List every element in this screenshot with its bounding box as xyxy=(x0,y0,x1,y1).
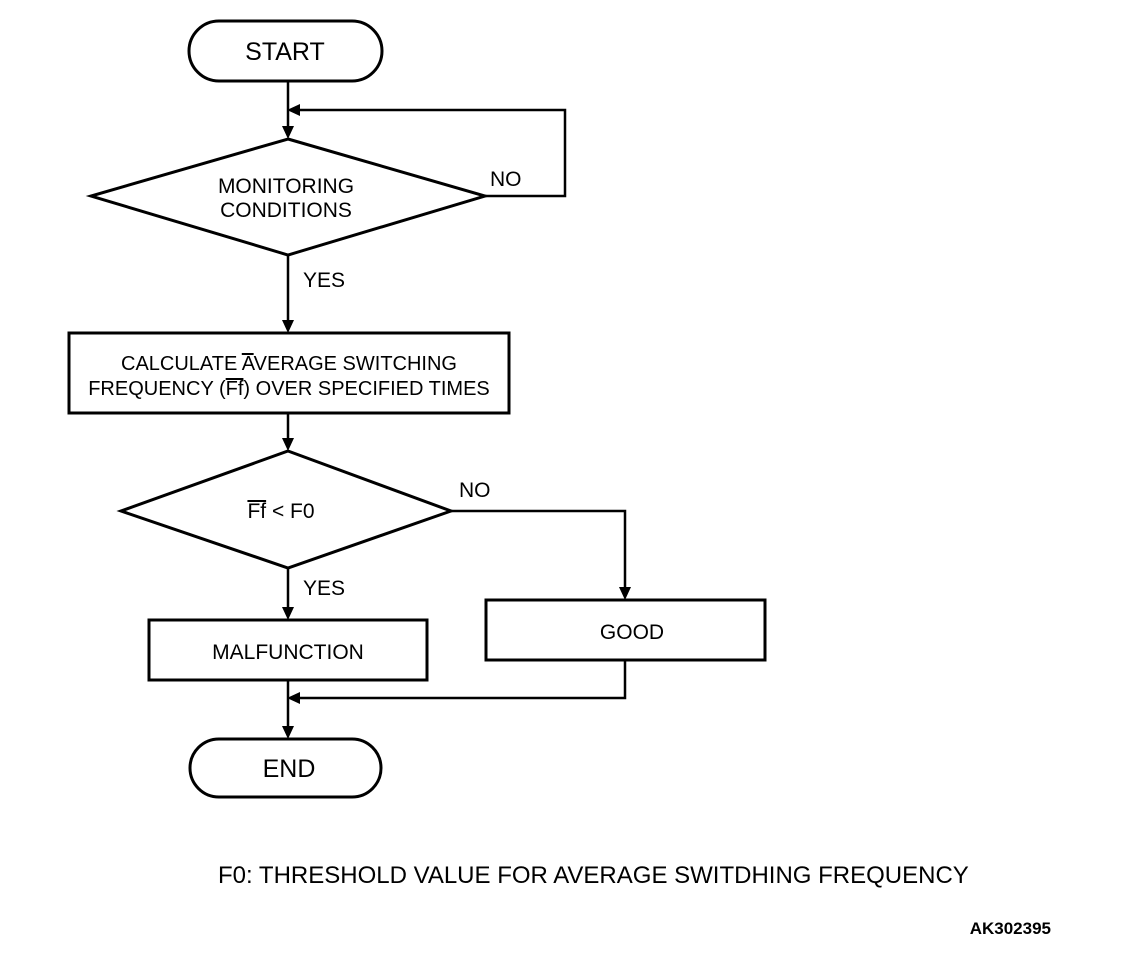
calc-line2-ff: Ff xyxy=(226,378,244,400)
arrowhead-to-end xyxy=(282,726,294,739)
arrowhead-good-return xyxy=(287,692,300,704)
calc-line2-b: ) OVER SPECIFIED TIMES xyxy=(243,378,489,400)
start-label: START xyxy=(245,38,325,66)
end-terminal xyxy=(188,737,383,799)
connector-monitoring-no-loop xyxy=(298,108,567,198)
arrowhead-no-loop xyxy=(287,104,300,116)
start-terminal xyxy=(187,19,384,83)
good-box xyxy=(484,598,767,662)
calc-line2-a: FREQUENCY ( xyxy=(88,378,226,400)
malfunction-box xyxy=(147,618,429,682)
arrowhead-to-condition xyxy=(282,438,294,451)
condition-rest: < F0 xyxy=(266,500,314,523)
connector-good-return xyxy=(298,660,627,700)
arrowhead-to-good xyxy=(619,587,631,600)
calc-label-line2: FREQUENCY (Ff) OVER SPECIFIED TIMES xyxy=(88,378,490,400)
connector-condition-no xyxy=(451,509,627,589)
arrowhead-to-monitoring xyxy=(282,126,294,139)
calc-line1-b: AVERAGE SWITCHING xyxy=(242,353,457,375)
arrowhead-to-malfunction xyxy=(282,607,294,620)
monitoring-label-line1: MONITORING xyxy=(218,175,354,198)
calc-label-line1: CALCULATE AVERAGE SWITCHING xyxy=(121,353,457,375)
condition-no-label: NO xyxy=(459,479,491,502)
malfunction-label: MALFUNCTION xyxy=(212,641,364,664)
condition-ff: Ff xyxy=(247,500,266,523)
monitoring-label-line2: CONDITIONS xyxy=(220,199,352,222)
condition-label: Ff < F0 xyxy=(247,500,314,523)
good-label: GOOD xyxy=(600,621,664,644)
end-label: END xyxy=(263,755,316,783)
ff-threshold-decision xyxy=(116,449,456,570)
footnote: F0: THRESHOLD VALUE FOR AVERAGE SWITDHIN… xyxy=(218,862,969,889)
monitoring-conditions-decision xyxy=(85,137,491,257)
figure-id: AK302395 xyxy=(970,919,1051,938)
calculate-process-box xyxy=(67,331,511,415)
condition-yes-label: YES xyxy=(303,577,345,600)
monitoring-no-label: NO xyxy=(490,168,522,191)
arrowhead-to-calc xyxy=(282,320,294,333)
monitoring-yes-label: YES xyxy=(303,269,345,292)
calc-line1-a: CALCULATE xyxy=(121,353,237,375)
